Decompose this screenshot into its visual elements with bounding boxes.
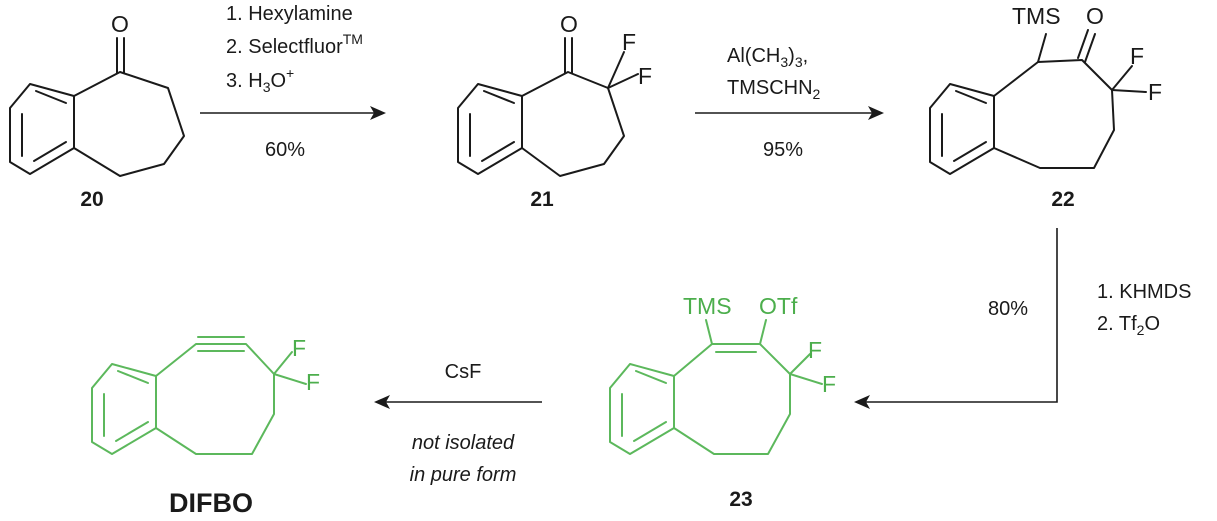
- compound-difbo: F F DIFBO: [91, 335, 320, 518]
- carbonyl-oxygen: O: [111, 11, 129, 37]
- triflate-group: OTf: [759, 293, 798, 319]
- cycloheptanone-ring: [73, 37, 185, 177]
- difluoro-cycloheptanone-ring: [521, 37, 639, 177]
- reagent-hexylamine: 1. Hexylamine: [226, 3, 353, 25]
- yield-step-1: 60%: [265, 139, 305, 161]
- compound-number-22: 22: [1051, 188, 1074, 211]
- reagent-triflic-anhydride: 2. Tf2O: [1097, 313, 1160, 338]
- reaction-arrow-3: [854, 228, 1058, 409]
- compound-23: TMS OTf F F 23: [609, 293, 836, 511]
- note-not-isolated: not isolated: [412, 432, 515, 454]
- benzene-ring: [929, 83, 995, 175]
- tms-group: TMS: [1012, 3, 1061, 29]
- reagent-csf: CsF: [445, 361, 482, 383]
- fluorine-1: F: [292, 335, 306, 361]
- compound-21: O F F 21: [457, 11, 652, 211]
- benzene-ring: [9, 83, 75, 175]
- conditions-step-3: 80% 1. KHMDS 2. Tf2O: [988, 281, 1191, 338]
- cyclooctyne-ring: [155, 336, 307, 455]
- compound-name-difbo: DIFBO: [169, 488, 253, 518]
- tms-group: TMS: [683, 293, 732, 319]
- reaction-arrow-2: [695, 106, 884, 120]
- fluorine-1: F: [808, 337, 822, 363]
- benzene-ring: [457, 83, 523, 175]
- reagent-tmschn2: TMSCHN2: [727, 77, 821, 102]
- reaction-arrow-1: [200, 106, 386, 120]
- reagent-trimethylaluminum: Al(CH3)3,: [727, 45, 808, 70]
- benzene-ring: [91, 363, 157, 455]
- benzene-ring: [609, 363, 675, 455]
- conditions-step-4: CsF not isolated in pure form: [410, 361, 517, 486]
- reaction-arrow-4: [374, 395, 542, 409]
- carbonyl-oxygen: O: [1086, 3, 1104, 29]
- compound-number-23: 23: [729, 488, 752, 511]
- fluorine-2: F: [822, 371, 836, 397]
- fluorine-2: F: [1148, 79, 1162, 105]
- compound-22: TMS O F F 22: [929, 3, 1162, 211]
- conditions-step-1: 1. Hexylamine 2. SelectfluorTM 3. H3O+ 6…: [226, 3, 363, 161]
- fluorine-1: F: [1130, 43, 1144, 69]
- reagent-hydronium: 3. H3O+: [226, 65, 294, 95]
- cyclooctene-ring: [673, 319, 823, 455]
- carbonyl-oxygen: O: [560, 11, 578, 37]
- reagent-khmds: 1. KHMDS: [1097, 281, 1191, 303]
- note-pure-form: in pure form: [410, 464, 517, 486]
- compound-number-21: 21: [530, 188, 554, 211]
- compound-20: O 20: [9, 11, 185, 211]
- fluorine-2: F: [638, 63, 652, 89]
- compound-number-20: 20: [80, 188, 103, 211]
- fluorine-2: F: [306, 369, 320, 395]
- yield-step-3: 80%: [988, 298, 1028, 320]
- yield-step-2: 95%: [763, 139, 803, 161]
- cyclooctanone-ring: [993, 29, 1147, 169]
- reagent-selectfluor: 2. SelectfluorTM: [226, 31, 363, 58]
- conditions-step-2: Al(CH3)3, TMSCHN2 95%: [727, 45, 821, 161]
- fluorine-1: F: [622, 29, 636, 55]
